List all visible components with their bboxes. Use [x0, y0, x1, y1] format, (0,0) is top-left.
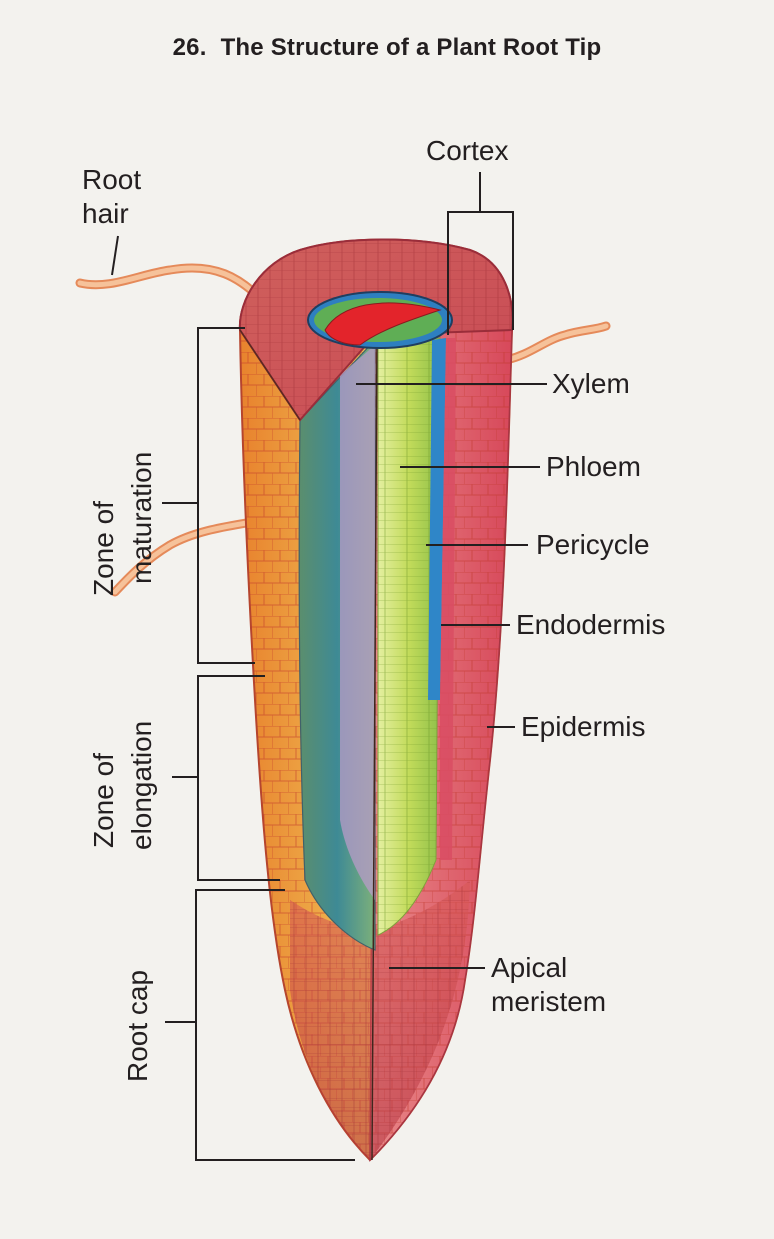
xylem-cross-section	[324, 302, 442, 346]
label-apical-meristem-line2: meristem	[491, 986, 607, 1017]
label-zone-elongation-line2: elongation	[126, 720, 157, 850]
label-cortex: Cortex	[426, 135, 509, 166]
xylem-strand	[340, 345, 375, 900]
root-hair-leader	[111, 235, 119, 276]
label-root-cap: Root cap	[122, 969, 153, 1082]
right-leader-lines	[356, 383, 547, 969]
label-xylem: Xylem	[552, 368, 630, 399]
label-zone-elongation-line1: Zone of	[88, 753, 119, 848]
label-pericycle: Pericycle	[536, 529, 650, 560]
label-endodermis: Endodermis	[516, 609, 666, 640]
figure-number: 26.	[172, 34, 207, 61]
zone-brackets	[162, 327, 355, 1161]
label-zone-maturation-line1: Zone of	[88, 501, 119, 596]
label-zone-maturation-line2: maturation	[126, 451, 157, 584]
label-root-hair-line1: Root	[82, 164, 142, 195]
label-apical-meristem-line1: Apical	[491, 952, 568, 983]
endodermis-band	[440, 338, 456, 860]
label-epidermis: Epidermis	[521, 711, 646, 742]
page-title: 26. The Structure of a Plant Root Tip	[0, 34, 774, 62]
label-phloem: Phloem	[546, 451, 641, 482]
figure-title: The Structure of a Plant Root Tip	[220, 34, 602, 61]
cortex-bracket	[447, 172, 514, 335]
label-root-hair-line2: hair	[82, 198, 129, 229]
